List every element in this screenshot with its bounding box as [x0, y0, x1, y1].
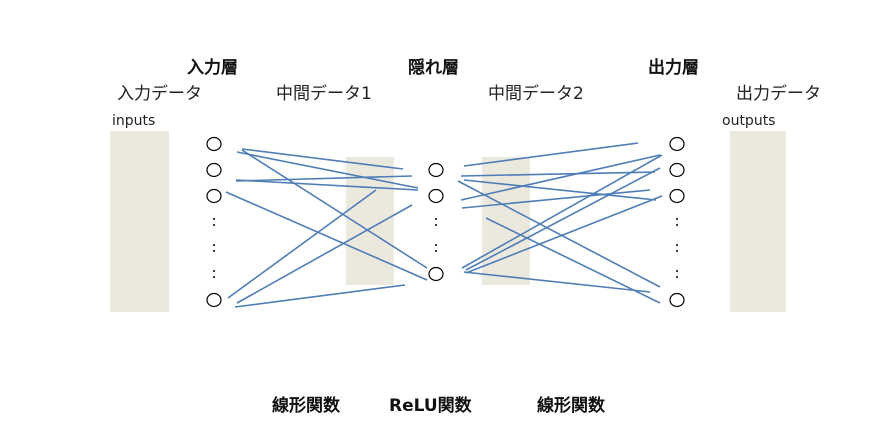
- connection-line: [463, 142, 639, 167]
- output-data-label: 出力データ: [736, 84, 821, 104]
- connection-line: [463, 179, 657, 201]
- inputs-label: inputs: [112, 113, 156, 129]
- output-node: [669, 188, 685, 204]
- input-node: [206, 162, 222, 178]
- output-data-box: [730, 131, 786, 312]
- hidden-node: [428, 266, 444, 282]
- connection-line: [225, 191, 428, 281]
- output-ellipsis-dots: [676, 218, 678, 278]
- input-ellipsis-dots: [213, 218, 215, 278]
- input-node: [206, 136, 222, 152]
- connection-line: [236, 204, 413, 304]
- input-node: [206, 188, 222, 204]
- outputs-label: outputs: [722, 113, 776, 129]
- linear-function-1-label: 線形関数: [272, 396, 340, 416]
- output-node: [669, 292, 685, 308]
- output-node: [669, 136, 685, 152]
- linear-function-2-label: 線形関数: [537, 396, 605, 416]
- connection-line: [485, 217, 661, 304]
- connections: [225, 142, 663, 308]
- connection-line: [241, 148, 404, 170]
- hidden-node: [428, 162, 444, 178]
- connection-line: [461, 154, 663, 269]
- connection-line: [457, 180, 661, 288]
- intermediate-data-1-label: 中間データ1: [276, 84, 372, 104]
- connection-line: [227, 189, 377, 299]
- connection-line: [460, 171, 656, 177]
- connection-line: [460, 154, 661, 201]
- connection-line: [236, 151, 419, 189]
- hidden-layer-title: 隠れ層: [408, 58, 459, 78]
- connection-line: [234, 284, 406, 308]
- connection-line: [463, 271, 651, 293]
- input-layer-title: 入力層: [187, 58, 238, 78]
- connection-line: [461, 189, 651, 209]
- connection-line: [241, 149, 428, 269]
- connection-line: [235, 175, 413, 182]
- input-node: [206, 292, 222, 308]
- connection-line: [465, 167, 661, 271]
- intermediate-data-2-label: 中間データ2: [488, 84, 584, 104]
- connection-line: [465, 195, 663, 274]
- output-node: [669, 162, 685, 178]
- relu-function-label: ReLU関数: [389, 396, 472, 416]
- hidden-ellipsis-dots: [435, 218, 437, 252]
- input-data-label: 入力データ: [117, 84, 202, 104]
- hidden-node: [428, 188, 444, 204]
- output-layer-title: 出力層: [648, 58, 699, 78]
- connection-line: [235, 179, 419, 191]
- input-data-box: [110, 131, 169, 312]
